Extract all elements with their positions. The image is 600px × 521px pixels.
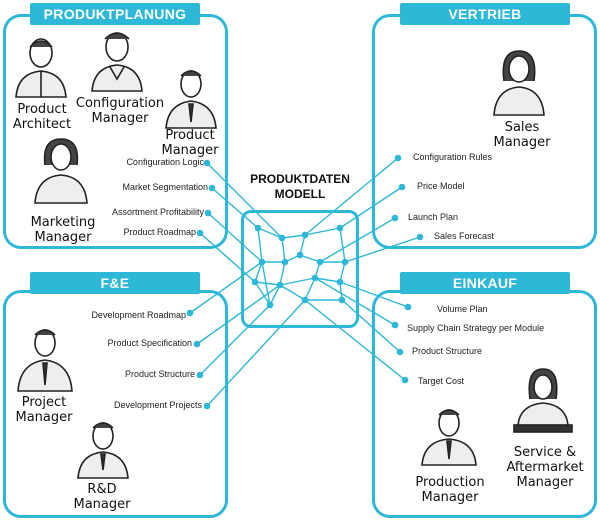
item-sales-forecast: Sales Forecast xyxy=(434,231,495,241)
person-project-manager-icon xyxy=(17,329,73,392)
center-title-line2: MODELL xyxy=(274,187,326,201)
item-volume-plan: Volume Plan xyxy=(437,304,488,314)
header-produktplanung: PRODUKTPLANUNG xyxy=(30,3,200,25)
role-product-architect: Product Architect xyxy=(12,102,72,132)
data-model-box xyxy=(241,210,359,328)
role-sales-manager: Sales Manager xyxy=(493,120,551,150)
header-einkauf: EINKAUF xyxy=(400,272,570,294)
role-project-manager: Project Manager xyxy=(15,395,73,425)
person-configuration-manager-icon xyxy=(91,32,143,92)
person-service-aftermarket-manager-icon xyxy=(513,368,573,433)
item-configuration-logic: Configuration Logic xyxy=(126,157,204,167)
quadrant-fe xyxy=(3,290,228,518)
role-product-manager: Product Manager xyxy=(161,128,219,158)
role-service-aftermarket-manager: Service & Aftermarket Manager xyxy=(506,445,584,490)
item-launch-plan: Launch Plan xyxy=(408,212,459,222)
center-title-line1: PRODUKTDATEN xyxy=(250,172,350,186)
item-product-specification: Product Specification xyxy=(107,338,192,348)
item-product-roadmap: Product Roadmap xyxy=(123,227,196,237)
person-production-manager-icon xyxy=(421,409,477,466)
item-supply-chain-strategy: Supply Chain Strategy per Module xyxy=(407,323,545,333)
person-product-manager-icon xyxy=(165,70,217,129)
header-vertrieb: VERTRIEB xyxy=(400,3,570,25)
item-development-projects: Development Projects xyxy=(113,400,202,410)
person-marketing-manager-icon xyxy=(34,138,88,204)
item-assortment-profitability: Assortment Profitability xyxy=(111,207,204,217)
item-product-structure-fe: Product Structure xyxy=(124,369,195,379)
header-fe: F&E xyxy=(30,272,200,294)
item-price-model: Price Model xyxy=(417,181,465,191)
item-product-structure-einkauf: Product Structure xyxy=(412,346,483,356)
role-marketing-manager: Marketing Manager xyxy=(30,215,96,245)
role-configuration-manager: Configuration Manager xyxy=(75,96,165,126)
role-production-manager: Production Manager xyxy=(415,475,485,505)
item-development-roadmap: Development Roadmap xyxy=(91,310,186,320)
item-target-cost: Target Cost xyxy=(418,376,465,386)
person-product-architect-icon xyxy=(15,38,67,98)
person-sales-manager-icon xyxy=(493,50,545,116)
item-configuration-rules: Configuration Rules xyxy=(413,152,493,162)
person-rd-manager-icon xyxy=(77,422,129,479)
role-rd-manager: R&D Manager xyxy=(73,482,131,512)
item-market-segmentation: Market Segmentation xyxy=(122,182,208,192)
quadrant-einkauf xyxy=(372,290,597,518)
center-title: PRODUKTDATEN MODELL xyxy=(235,172,365,202)
quadrant-vertrieb xyxy=(372,14,597,249)
